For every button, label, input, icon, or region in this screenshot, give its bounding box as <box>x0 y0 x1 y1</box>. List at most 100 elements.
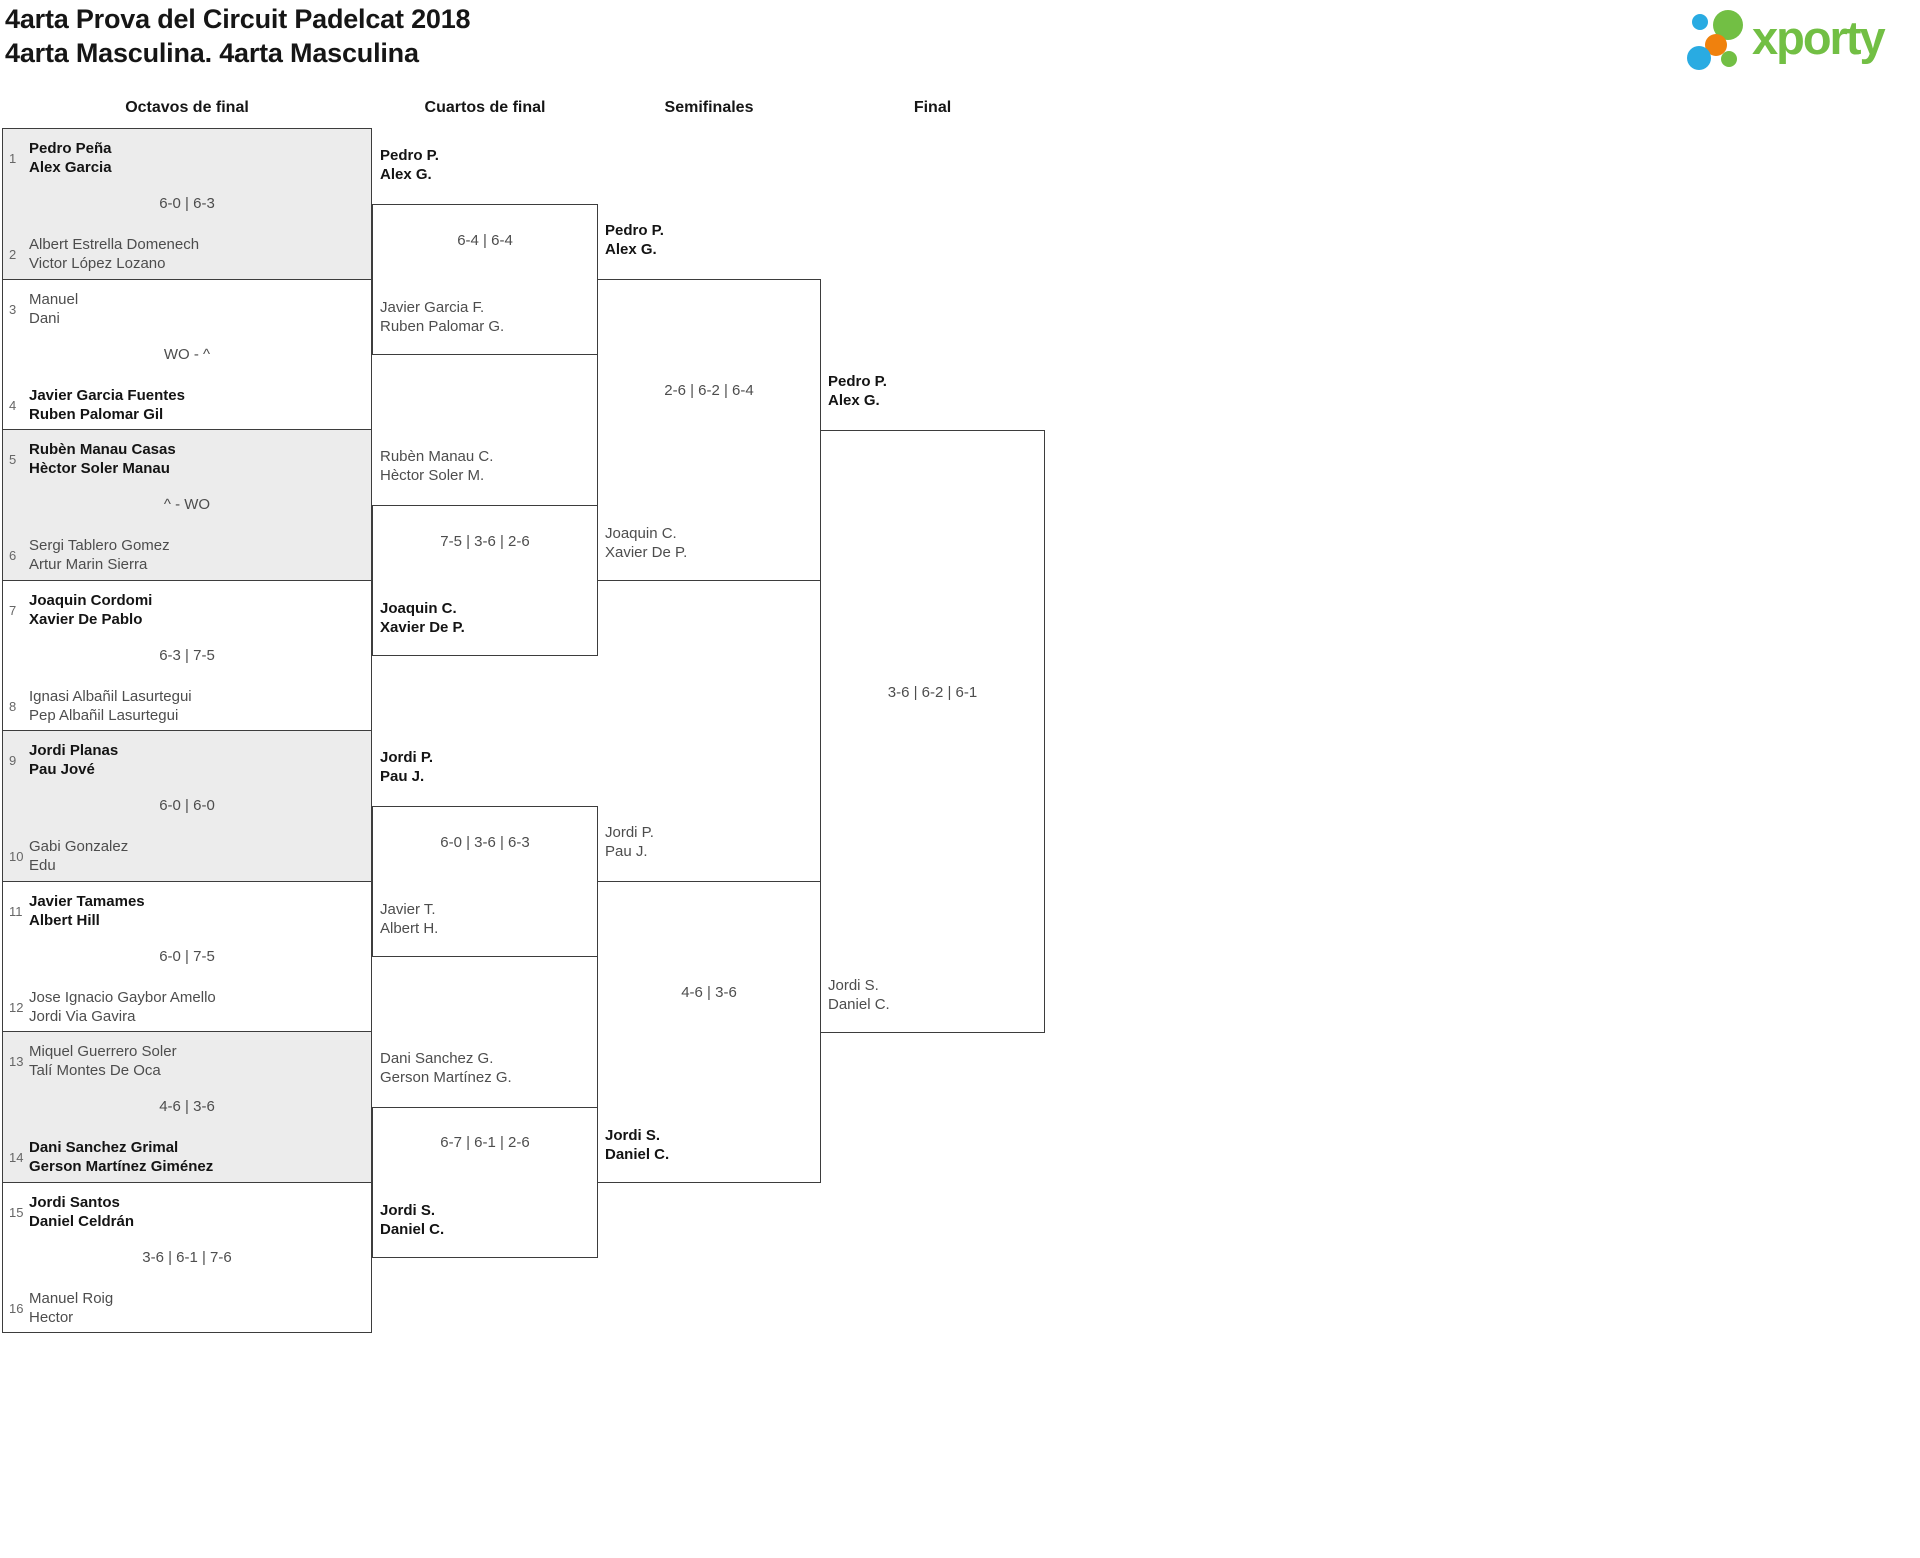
player-name: Alex G. <box>828 392 880 409</box>
player-name: Jordi P. <box>605 824 654 841</box>
player-name: Pau J. <box>380 768 425 785</box>
player-name: Jordi S. <box>828 977 879 994</box>
seed-number: 13 <box>9 1053 24 1069</box>
player-name: Hèctor Soler Manau <box>29 460 170 477</box>
player-name: Jordi Via Gavira <box>29 1008 136 1025</box>
player-name: Daniel Celdrán <box>29 1213 135 1230</box>
participant-label: Jordi S. Daniel C. <box>828 976 1043 1014</box>
player-name: Pedro P. <box>828 373 887 390</box>
r16-match-3: 5 Rubèn Manau Casas Hèctor Soler Manau ^… <box>2 429 372 581</box>
team-names: Javier Tamames Albert Hill <box>29 892 145 930</box>
match-score: 6-3 | 7-5 <box>159 647 215 664</box>
r16-match-7: 13 Miquel Guerrero Soler Talí Montes De … <box>2 1031 372 1183</box>
team: 9 Jordi Planas Pau Jové <box>9 741 118 779</box>
team: 3 Manuel Dani <box>9 290 78 328</box>
xporty-logo-text: xporty <box>1752 10 1886 64</box>
team-names: Jordi Planas Pau Jové <box>29 741 118 779</box>
final-connector-box <box>820 430 1045 1033</box>
round-header-final: Final <box>913 99 952 116</box>
seed-number: 2 <box>9 246 17 262</box>
seed-number: 12 <box>9 999 24 1015</box>
team-names: Sergi Tablero Gomez Artur Marin Sierra <box>29 536 170 574</box>
player-name: Ignasi Albañil Lasurtegui <box>29 688 192 705</box>
team-names: Manuel Roig Hector <box>29 1289 113 1327</box>
participant-label: Javier T. Albert H. <box>380 900 595 938</box>
player-name: Pedro Peña <box>29 140 112 157</box>
player-name: Albert Estrella Domenech <box>29 236 200 253</box>
participant-label: Dani Sanchez G. Gerson Martínez G. <box>380 1049 595 1087</box>
player-name: Gabi Gonzalez <box>29 838 129 855</box>
player-name: Edu <box>29 857 56 874</box>
seed-number: 16 <box>9 1300 24 1316</box>
player-name: Joaquin Cordomi <box>29 592 153 609</box>
match-score: 4-6 | 3-6 <box>681 984 737 1001</box>
player-name: Hector <box>29 1309 74 1326</box>
r16-match-5: 9 Jordi Planas Pau Jové 6-0 | 6-0 10 Gab… <box>2 730 372 882</box>
match-score: 6-0 | 3-6 | 6-3 <box>440 834 530 851</box>
player-name: Xavier De P. <box>380 619 465 636</box>
team: 16 Manuel Roig Hector <box>9 1289 113 1327</box>
player-name: Hèctor Soler M. <box>380 467 485 484</box>
team-names: Miquel Guerrero Soler Talí Montes De Oca <box>29 1042 177 1080</box>
player-name: Pedro P. <box>380 147 439 164</box>
xporty-logo[interactable]: xporty <box>1686 0 1886 78</box>
player-name: Pau Jové <box>29 761 95 778</box>
player-name: Sergi Tablero Gomez <box>29 537 170 554</box>
player-name: Jordi S. <box>380 1202 436 1219</box>
player-name: Dani Sanchez Grimal <box>29 1139 179 1156</box>
team-names: Gabi Gonzalez Edu <box>29 837 128 875</box>
seed-number: 6 <box>9 547 17 563</box>
seed-number: 11 <box>9 903 23 919</box>
player-name: Jordi Planas <box>29 742 119 759</box>
participant-label: Pedro P. Alex G. <box>605 221 820 259</box>
page-subtitle: 4arta Masculina. 4arta Masculina <box>5 38 419 68</box>
match-score: 6-0 | 7-5 <box>159 948 215 965</box>
player-name: Jordi Santos <box>29 1194 120 1211</box>
participant-label: Pedro P. Alex G. <box>380 146 595 184</box>
player-name: Jose Ignacio Gaybor Amello <box>29 989 216 1006</box>
player-name: Javier Garcia F. <box>380 299 485 316</box>
player-name: Xavier De Pablo <box>29 611 143 628</box>
team: 4 Javier Garcia Fuentes Ruben Palomar Gi… <box>9 386 185 424</box>
match-score: 3-6 | 6-2 | 6-1 <box>887 684 978 701</box>
team-names: Albert Estrella Domenech Victor López Lo… <box>29 235 199 273</box>
seed-number: 9 <box>9 752 17 768</box>
team: 8 Ignasi Albañil Lasurtegui Pep Albañil … <box>9 687 192 725</box>
match-score: 6-7 | 6-1 | 2-6 <box>440 1134 530 1151</box>
team-names: Jordi Santos Daniel Celdrán <box>29 1193 134 1231</box>
player-name: Daniel C. <box>605 1146 670 1163</box>
participant-label: Rubèn Manau C. Hèctor Soler M. <box>380 447 595 485</box>
player-name: Victor López Lozano <box>29 255 166 272</box>
team-names: Rubèn Manau Casas Hèctor Soler Manau <box>29 440 176 478</box>
player-name: Dani Sanchez G. <box>380 1050 494 1067</box>
player-name: Pep Albañil Lasurtegui <box>29 707 179 724</box>
page-title: 4arta Prova del Circuit Padelcat 2018 <box>5 4 471 34</box>
match-score: 4-6 | 3-6 <box>159 1098 215 1115</box>
player-name: Alex Garcia <box>29 159 112 176</box>
team-names: Jose Ignacio Gaybor Amello Jordi Via Gav… <box>29 988 216 1026</box>
team-names: Ignasi Albañil Lasurtegui Pep Albañil La… <box>29 687 192 725</box>
seed-number: 10 <box>9 848 24 864</box>
page-header: 4arta Prova del Circuit Padelcat 2018 4a… <box>5 2 471 70</box>
participant-label: Jordi P. Pau J. <box>380 748 595 786</box>
player-name: Rubèn Manau C. <box>380 448 494 465</box>
match-score: 2-6 | 6-2 | 6-4 <box>664 382 754 399</box>
r16-match-6: 11 Javier Tamames Albert Hill 6-0 | 7-5 … <box>2 881 372 1032</box>
seed-number: 3 <box>9 301 17 317</box>
player-name: Alex G. <box>605 241 657 258</box>
match-score: 7-5 | 3-6 | 2-6 <box>440 533 530 550</box>
team: 14 Dani Sanchez Grimal Gerson Martínez G… <box>9 1138 213 1176</box>
player-name: Jordi P. <box>380 749 434 766</box>
player-name: Daniel C. <box>828 996 890 1013</box>
participant-label: Javier Garcia F. Ruben Palomar G. <box>380 298 595 336</box>
participant-label: Jordi S. Daniel C. <box>605 1126 820 1164</box>
player-name: Daniel C. <box>380 1221 445 1238</box>
participant-label: Jordi P. Pau J. <box>605 823 820 861</box>
participant-label: Jordi S. Daniel C. <box>380 1201 595 1239</box>
player-name: Joaquin C. <box>605 525 677 542</box>
team: 10 Gabi Gonzalez Edu <box>9 837 128 875</box>
team-names: Pedro Peña Alex Garcia <box>29 139 112 177</box>
seed-number: 4 <box>9 397 17 413</box>
team-names: Dani Sanchez Grimal Gerson Martínez Gimé… <box>29 1138 213 1176</box>
